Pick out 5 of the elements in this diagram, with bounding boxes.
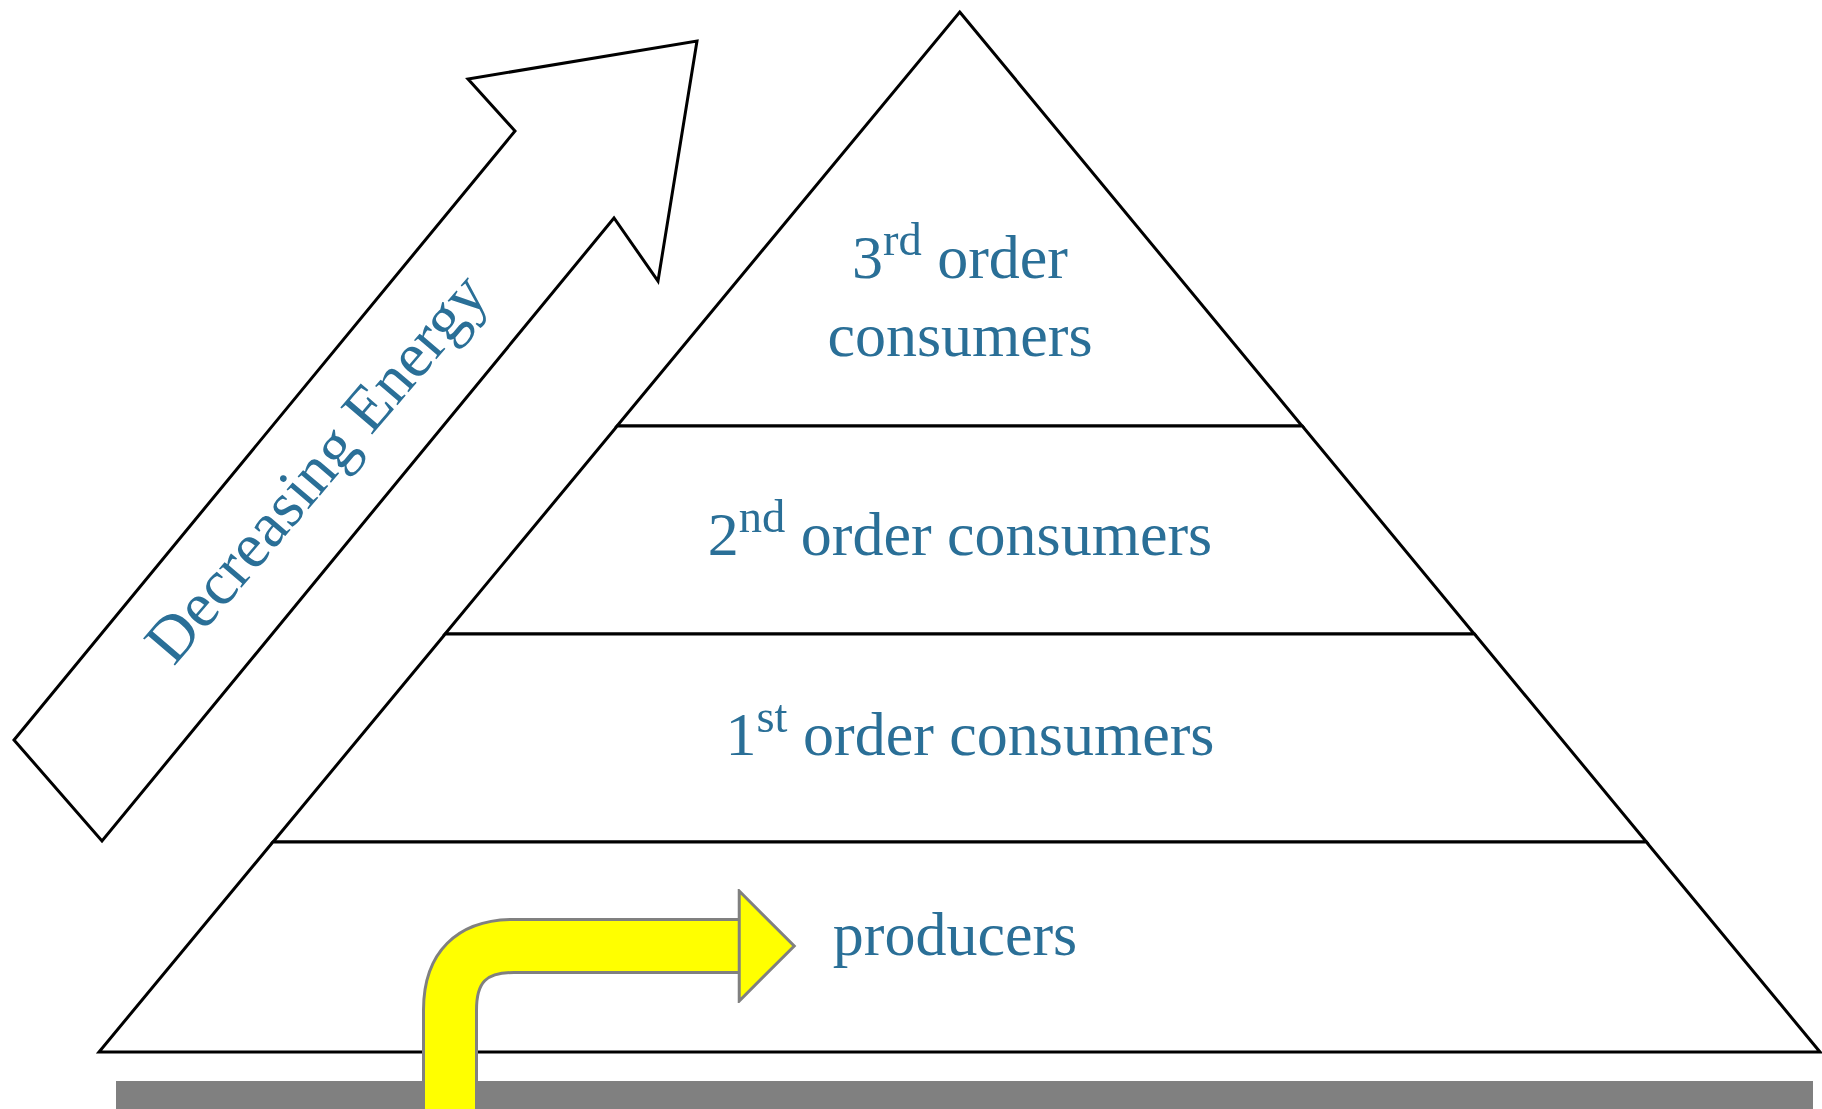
- level-label: 1$^{st}$ order consumers: [724, 696, 1216, 771]
- level-label: 2$^{nd}$ order consumers: [706, 496, 1214, 571]
- arrow: [422, 889, 796, 1109]
- level-label: 3$^{rd}$ order consumers: [826, 218, 1094, 370]
- level-label: producers: [831, 899, 1079, 971]
